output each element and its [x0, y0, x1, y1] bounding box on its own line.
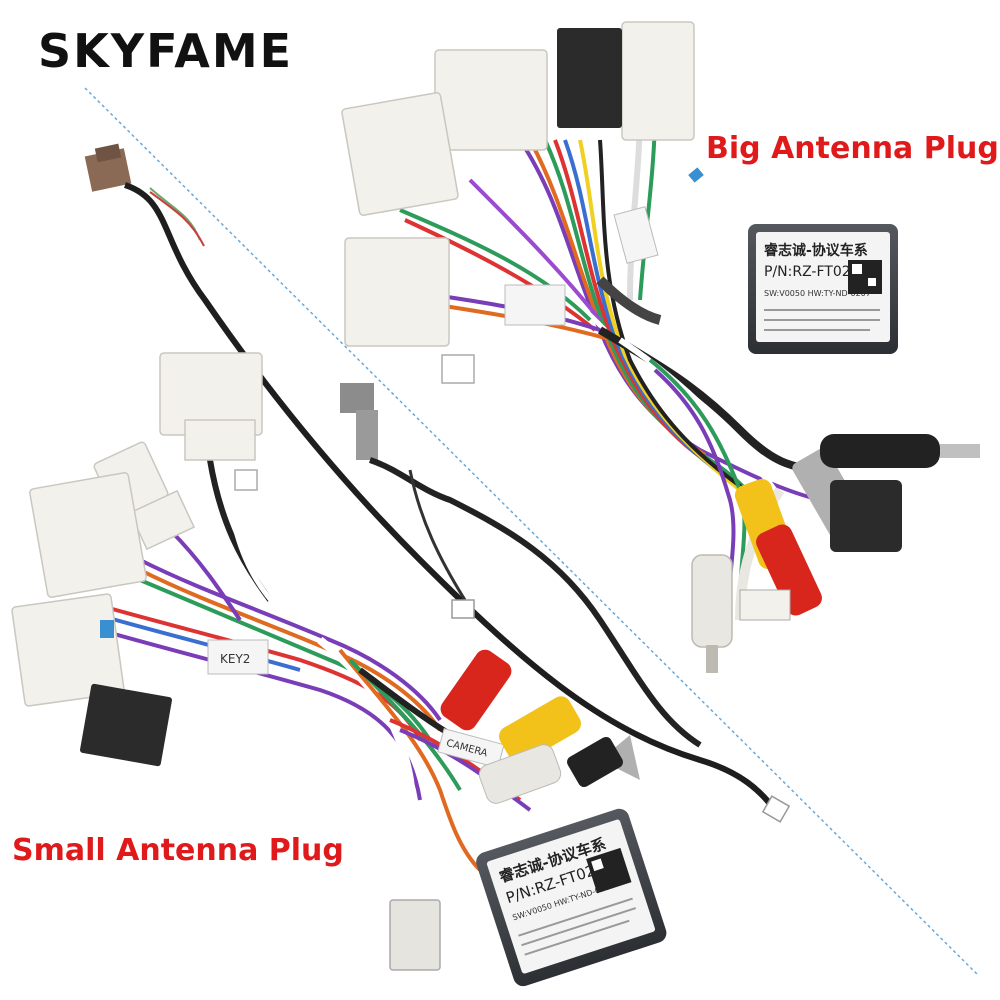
- big-module-sw: SW:V0050 HW:TY-ND-0207: [764, 289, 871, 298]
- big-antenna-caption: Big Antenna Plug: [706, 131, 999, 166]
- big-module-title: 睿志诚-协议车系: [763, 242, 868, 259]
- small-can-module: 睿志诚-协议车系 P/N:RZ-FT02 SW:V0050 HW:TY-ND-0…: [476, 808, 667, 987]
- big-can-module: 睿志诚-协议车系 P/N:RZ-FT02 SW:V0050 HW:TY-ND-0…: [748, 224, 898, 354]
- small-antenna-harness: KEY2 CAMERA: [11, 352, 640, 971]
- extension-cable: [84, 143, 791, 823]
- small-key2-label: KEY2: [220, 652, 250, 666]
- grey-plug-cable: [340, 383, 702, 748]
- big-antenna-harness: [341, 21, 980, 673]
- small-antenna-caption: Small Antenna Plug: [12, 833, 344, 868]
- big-module-pn: P/N:RZ-FT02: [764, 264, 851, 280]
- brand-logo: SKYFAME: [38, 24, 294, 78]
